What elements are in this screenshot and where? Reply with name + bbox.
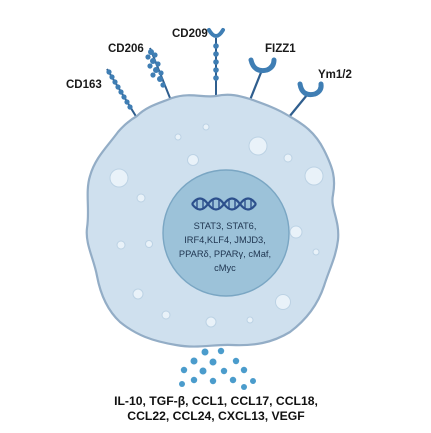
- label-cd206: CD206: [108, 43, 144, 55]
- receptor-fizz1: [248, 57, 277, 101]
- receptor-cd209: [207, 28, 225, 98]
- nucleus-factors-line-3: PPARδ, PPARγ, cMaf,: [179, 249, 271, 259]
- secreted-line-1: IL-10, TGF-β, CCL1, CCL17, CCL18,: [114, 394, 318, 408]
- nucleus-factors-line-2: IRF4,KLF4, JMJD3,: [184, 235, 266, 245]
- label-ym12: Ym1/2: [318, 69, 352, 81]
- label-cd209: CD209: [172, 28, 208, 40]
- nucleus: STAT3, STAT6, IRF4,KLF4, JMJD3, PPARδ, P…: [162, 169, 290, 297]
- receptor-cd206: [145, 47, 171, 99]
- label-cd163: CD163: [66, 79, 102, 91]
- nucleus-factors-line-4: cMyc: [214, 263, 236, 273]
- secreted-line-2: CCL22, CCL24, CXCL13, VEGF: [127, 409, 304, 423]
- label-fizz1: FIZZ1: [265, 43, 296, 55]
- receptor-ym12: [288, 81, 324, 118]
- dna-icon: [191, 197, 257, 211]
- vesicles: [109, 123, 324, 328]
- nucleus-factors-line-1: STAT3, STAT6,: [194, 221, 257, 231]
- receptor-cd163: [106, 68, 138, 119]
- secreted-dots: [179, 347, 256, 390]
